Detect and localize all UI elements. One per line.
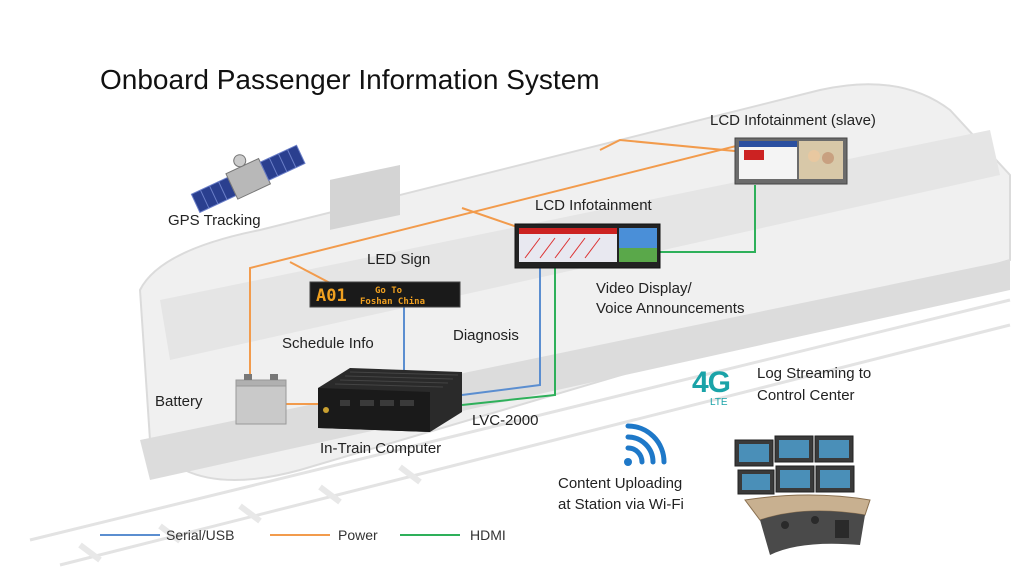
video-label-line1: Video Display/ <box>596 280 692 297</box>
led-line2: Foshan China <box>360 296 425 307</box>
led-sign-icon: A01 Go To Foshan China <box>309 281 461 308</box>
led-code: A01 <box>316 286 347 306</box>
lvc-label: LVC-2000 <box>472 412 539 429</box>
led-line1: Go To <box>375 286 402 296</box>
control-center-icon <box>734 435 871 555</box>
legend-power-label: Power <box>338 527 378 543</box>
legend-hdmi-label: HDMI <box>470 527 506 543</box>
legend-serial-label: Serial/USB <box>166 527 235 543</box>
battery-icon <box>235 374 287 425</box>
hdmi-lines <box>461 185 756 406</box>
diagnosis-label: Diagnosis <box>453 327 519 344</box>
gps-label: GPS Tracking <box>168 212 261 229</box>
lcd-screen-icon <box>514 223 661 269</box>
fourg-badge: 4G <box>692 366 731 399</box>
lte-badge: LTE <box>710 397 728 408</box>
computer-icon <box>318 368 462 432</box>
train-background <box>29 83 1011 567</box>
video-label-line2: Voice Announcements <box>596 300 745 317</box>
lte-label-line1: Log Streaming to <box>757 365 872 382</box>
wifi-icon <box>624 423 667 466</box>
lcd-screen-slave-icon <box>734 137 848 185</box>
lcd-label: LCD Infotainment <box>535 197 652 214</box>
lte-label-line2: Control Center <box>757 387 855 404</box>
wifi-label-line2: at Station via Wi-Fi <box>558 496 684 513</box>
serial-lines <box>403 268 541 396</box>
led-sign-label: LED Sign <box>367 251 431 268</box>
schedule-label: Schedule Info <box>282 335 374 352</box>
satellite-icon <box>190 144 306 214</box>
battery-label: Battery <box>155 393 203 410</box>
computer-label: In-Train Computer <box>320 440 442 457</box>
lcd-slave-label: LCD Infotainment (slave) <box>710 112 876 129</box>
wifi-label-line1: Content Uploading <box>558 475 683 492</box>
page-title: Onboard Passenger Information System <box>100 64 600 95</box>
